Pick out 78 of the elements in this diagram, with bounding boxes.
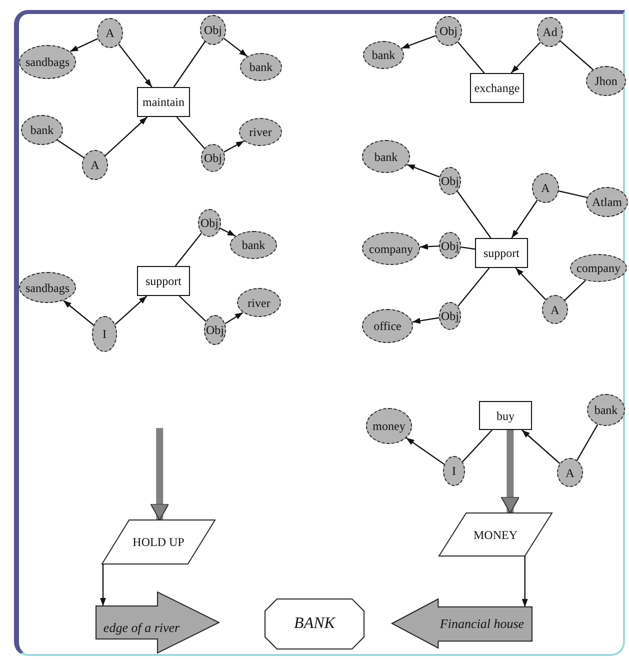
- ellipse-node: A: [82, 150, 108, 180]
- ellipse-node: A: [532, 173, 559, 203]
- process-box: exchange: [470, 73, 524, 103]
- connector-line: [457, 42, 485, 74]
- ellipse-node: Jhon: [586, 66, 626, 96]
- process-box: buy: [479, 401, 532, 430]
- ellipse-node: Atlam: [586, 187, 628, 217]
- connector-line: [173, 41, 206, 88]
- ellipse-node: I: [92, 316, 117, 352]
- arrow: [220, 228, 236, 237]
- ellipse-node: Obj: [198, 209, 221, 237]
- connector-line: [176, 116, 205, 149]
- arrow: [104, 116, 148, 156]
- ellipse-node: river: [237, 288, 281, 317]
- connector-line: [456, 191, 492, 238]
- ellipse-node: Obj: [204, 315, 226, 345]
- ellipse-node: bank: [230, 231, 277, 259]
- ellipse-node: bank: [21, 115, 63, 145]
- ellipse-node: bank: [587, 394, 625, 426]
- arrow: [118, 44, 152, 88]
- block-arrow: [150, 428, 170, 520]
- ellipse-node: Obj: [439, 167, 461, 195]
- process-box: maintain: [137, 87, 190, 117]
- block-arrow-shape: edge of a river: [96, 592, 219, 653]
- ellipse-node: Ad: [537, 17, 563, 47]
- ellipse-node: office: [362, 309, 413, 343]
- block-arrow-shape: Financial house: [392, 599, 532, 648]
- octagon-box: BANK: [265, 599, 364, 649]
- arrow: [100, 564, 106, 606]
- parallelogram-box: MONEY: [439, 513, 552, 556]
- ellipse-node: river: [239, 118, 282, 146]
- arrow: [223, 38, 248, 57]
- ellipse-node: Obj: [200, 15, 226, 45]
- process-box: support: [475, 238, 528, 268]
- connector-line: [460, 246, 476, 250]
- ellipse-node: bank: [362, 140, 410, 173]
- arrow: [114, 296, 148, 325]
- ellipse-node: company: [570, 254, 627, 282]
- arrow: [224, 140, 244, 153]
- arrow: [406, 164, 440, 178]
- ellipse-node: sandbags: [19, 272, 76, 303]
- arrow: [420, 244, 440, 250]
- connector-line: [457, 268, 490, 307]
- ellipse-node: Obj: [435, 16, 462, 46]
- connector-line: [57, 140, 84, 158]
- connector-line: [564, 280, 586, 300]
- connector-line: [576, 424, 598, 461]
- ellipse-node: Obj: [439, 302, 461, 330]
- connector-line: [178, 296, 206, 322]
- ellipse-node: A: [557, 458, 583, 487]
- ellipse-node: A: [542, 295, 568, 324]
- ellipse-node: company: [362, 232, 420, 265]
- arrow: [522, 430, 560, 464]
- arrow: [522, 556, 528, 607]
- ellipse-node: bank: [240, 53, 282, 81]
- ellipse-node: bank: [363, 41, 404, 69]
- arrow: [406, 437, 445, 465]
- parallelogram-box: HOLD UP: [102, 520, 215, 564]
- ellipse-node: Obj: [201, 144, 225, 172]
- connector-line: [558, 190, 588, 198]
- ellipse-node: money: [366, 408, 412, 444]
- ellipse-node: Obj: [439, 232, 461, 259]
- process-box: support: [137, 266, 190, 296]
- arrow: [62, 300, 94, 326]
- arrow: [412, 317, 440, 324]
- connector-line: [560, 40, 594, 70]
- block-arrow: [500, 430, 520, 514]
- ellipse-node: I: [443, 456, 465, 486]
- arrow: [510, 42, 541, 74]
- arrow: [511, 200, 538, 238]
- connector-line: [174, 232, 202, 266]
- arrow: [70, 38, 98, 52]
- ellipse-node: A: [97, 18, 123, 48]
- arrow: [515, 268, 546, 300]
- connector-line: [462, 430, 492, 462]
- ellipse-node: sandbags: [19, 45, 76, 79]
- arrow: [401, 35, 436, 49]
- arrow: [224, 312, 244, 324]
